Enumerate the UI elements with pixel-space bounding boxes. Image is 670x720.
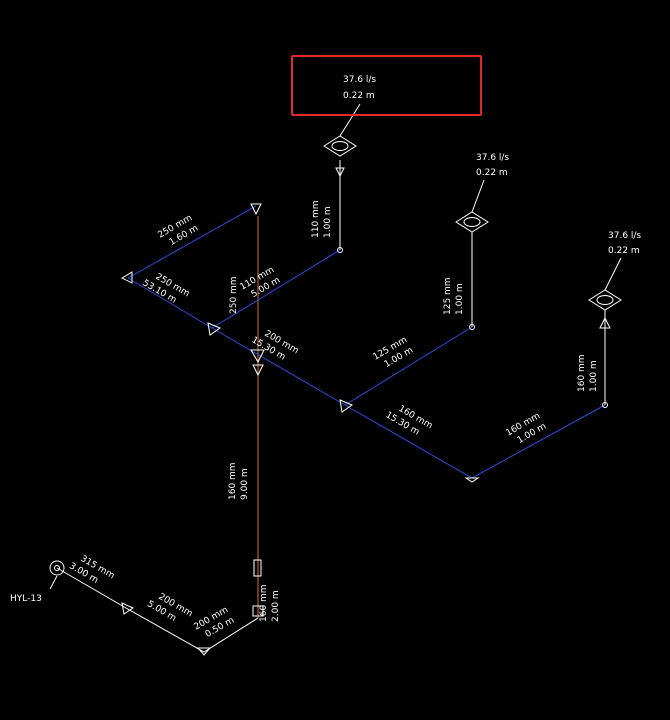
label-p160riser: 160 mm 2.00 m xyxy=(259,584,281,622)
label-p125a: 125 mm 1.00 m xyxy=(372,335,416,370)
pipe-size: 160 mm xyxy=(259,584,269,622)
flow-arrow-icon xyxy=(207,322,222,336)
label-p125b: 125 mm 1.00 m xyxy=(443,277,465,315)
outlet-3-head: 0.22 m xyxy=(608,246,640,256)
pipe-length: 1.00 m xyxy=(589,360,599,392)
outlet-1-icon[interactable] xyxy=(323,135,357,157)
pipe-size: 125 mm xyxy=(443,277,453,315)
flow-arrow-icon xyxy=(335,167,345,178)
source-label: HYL-13 xyxy=(10,594,42,604)
flow-arrow-icon xyxy=(599,316,611,329)
elbow-icon xyxy=(464,477,480,483)
source-node-icon[interactable] xyxy=(49,560,65,576)
outlet-2-head: 0.22 m xyxy=(476,168,508,178)
flow-arrow-icon xyxy=(339,399,354,413)
cleanout-icon xyxy=(252,605,264,617)
pipe-size: 110 mm xyxy=(311,200,321,238)
pipe-size: 160 mm xyxy=(228,462,238,500)
selection-highlight-box xyxy=(291,55,482,116)
pipe-size: 250 mm xyxy=(229,276,239,314)
pipe-lines xyxy=(49,103,622,653)
flow-arrow-icon xyxy=(250,349,265,364)
node-icon xyxy=(337,247,343,253)
pipe-250-upper[interactable] xyxy=(127,205,257,279)
outlet-1-head: 0.22 m xyxy=(343,91,375,101)
node-icon xyxy=(602,402,608,408)
label-p315: 315 mm 3.00 m xyxy=(67,554,116,586)
pipe-110-branch[interactable] xyxy=(211,249,341,329)
pipe-250-lower[interactable] xyxy=(127,277,606,479)
pipe-leader-lines xyxy=(49,103,622,590)
label-p200a: 200 mm 5.00 m xyxy=(145,592,194,624)
pipe-size: 160 mm xyxy=(577,354,587,392)
label-p200b: 200 mm 0.50 m xyxy=(193,605,237,640)
outlet-2-icon[interactable] xyxy=(455,211,489,233)
label-p160b: 160 mm 1.00 m xyxy=(505,411,549,446)
elbow-icon xyxy=(250,203,262,216)
node-icon xyxy=(469,324,475,330)
outlet-1-flow: 37.6 l/s xyxy=(343,75,376,85)
label-p160vert: 160 mm 9.00 m xyxy=(228,462,250,500)
elbow-icon xyxy=(196,647,212,656)
pipe-outlet-stems xyxy=(339,160,606,405)
label-p110b: 110 mm 1.00 m xyxy=(311,200,333,238)
flow-arrow-icon xyxy=(252,364,264,377)
label-p250c: 250 mm xyxy=(229,276,239,314)
label-p250a: 250 mm 1.60 m xyxy=(157,213,201,248)
label-p110a: 110 mm 5.00 m xyxy=(239,265,283,300)
pipe-length: 1.00 m xyxy=(455,283,465,315)
pipe-length: 2.00 m xyxy=(271,590,281,622)
outlet-2-flow: 37.6 l/s xyxy=(476,153,509,163)
label-p250b: 250 mm 53.10 m xyxy=(141,272,191,306)
outlet-3-icon[interactable] xyxy=(588,289,622,311)
pipe-source-run[interactable] xyxy=(56,567,259,653)
pipe-125-branch[interactable] xyxy=(344,326,473,406)
valve-icon xyxy=(253,559,262,577)
label-p160c: 160 mm 1.00 m xyxy=(577,354,599,392)
label-p160a: 160 mm 15.30 m xyxy=(384,404,434,438)
elbow-icon xyxy=(120,271,133,284)
pipe-length: 9.00 m xyxy=(240,468,250,500)
outlet-3-flow: 37.6 l/s xyxy=(608,231,641,241)
flow-arrow-icon xyxy=(121,602,135,615)
pipe-length: 1.00 m xyxy=(323,206,333,238)
fittings xyxy=(120,167,611,656)
